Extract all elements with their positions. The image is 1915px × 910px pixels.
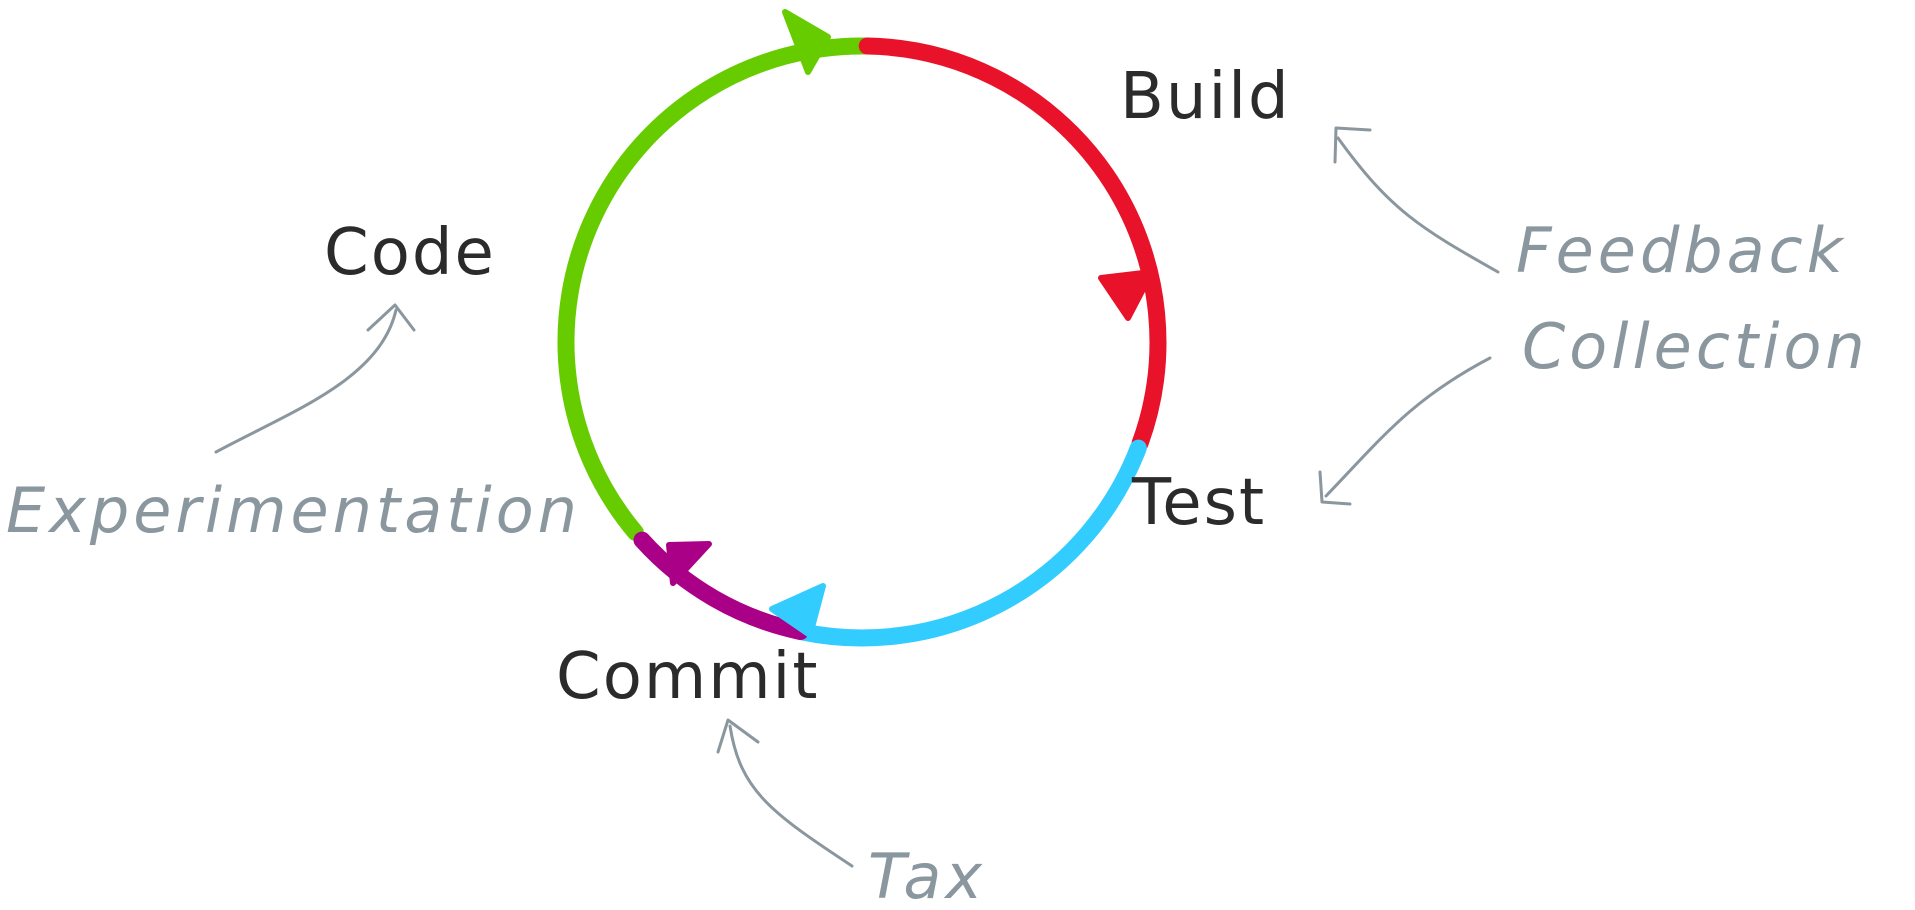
arrowhead-left [666,541,712,586]
arrow-collection-to-test [1318,356,1492,506]
arrow-tax-to-commit [716,718,854,868]
stage-label-commit: Commit [556,640,819,714]
arc-code-to-build [557,37,876,541]
arrow-feedback-to-build [1333,126,1500,274]
stage-label-test: Test [1131,466,1266,540]
arc-build-to-test [858,37,1167,452]
arrowhead-bottom [769,583,826,638]
arrow-experimentation-to-code [214,303,416,454]
arrowhead-top [782,9,831,75]
arrowhead-right [1098,269,1155,321]
arc-test-to-commit [792,439,1147,647]
annotation-feedback: Feedback [1516,214,1847,287]
annotation-experimentation: Experimentation [6,474,581,547]
arc-commit-to-code [633,531,809,640]
stage-label-code: Code [324,216,496,290]
stage-label-build: Build [1120,60,1291,134]
annotation-tax: Tax [868,840,986,910]
annotation-collection: Collection [1522,310,1869,383]
